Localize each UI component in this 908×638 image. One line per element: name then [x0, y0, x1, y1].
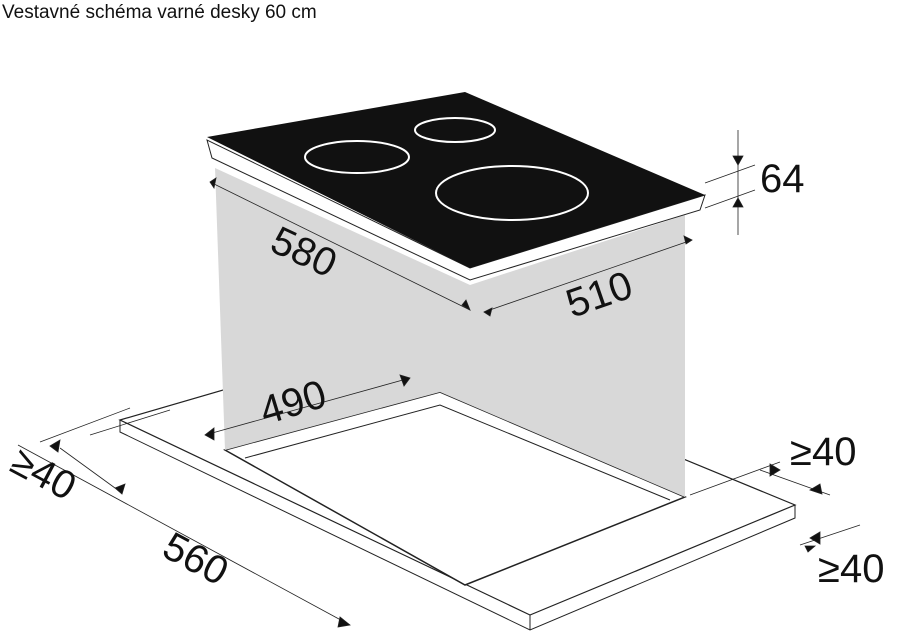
burner-left: [304, 140, 410, 174]
diagram-title: Vestavné schéma varné desky 60 cm: [2, 2, 317, 23]
burner-back: [414, 117, 496, 143]
label-back-clearance: ≥40: [790, 430, 856, 474]
dimension-lines: [17, 130, 861, 628]
hob: [206, 92, 706, 281]
label-front-clearance: ≥40: [4, 439, 83, 509]
label-side-clearance: ≥40: [818, 547, 884, 591]
label-cutout-width: 560: [156, 524, 236, 594]
cutout-projection: [215, 168, 685, 497]
burner-large: [435, 165, 589, 221]
label-height: 64: [760, 157, 805, 201]
